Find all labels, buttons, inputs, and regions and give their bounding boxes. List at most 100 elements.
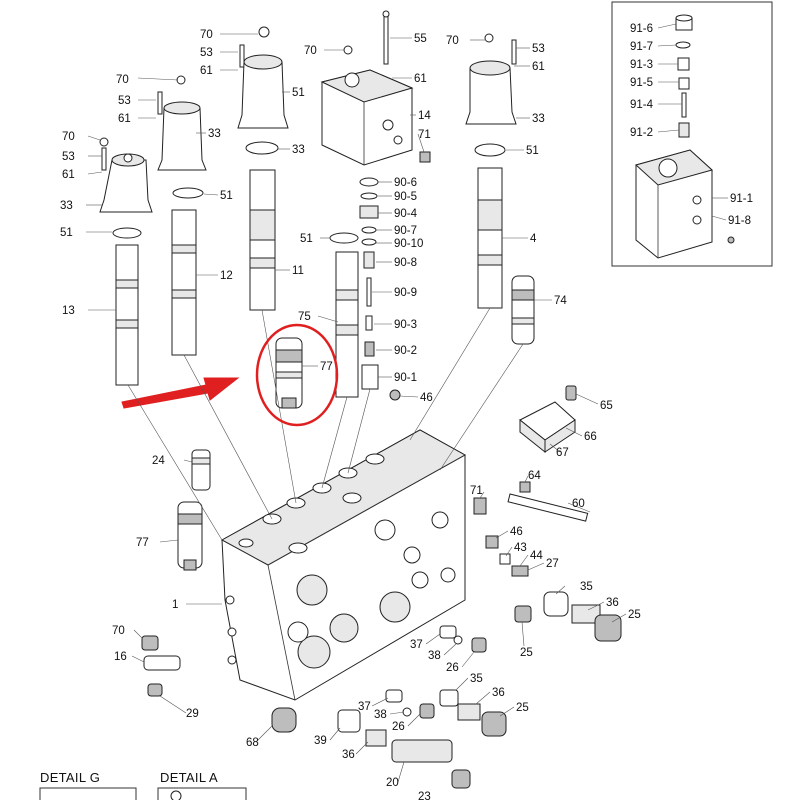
part-label: 91-3 [630,59,653,71]
part-label: 33 [292,144,305,156]
part-label: 53 [200,47,213,59]
detail-a-frame [157,787,247,800]
part-label: 61 [532,61,545,73]
detail-a-title: DETAIL A [160,770,218,785]
part-label: 33 [208,128,221,140]
part-label: 44 [530,550,543,562]
part-label: 53 [62,151,75,163]
part-label: 90-1 [394,372,417,384]
part-label: 51 [526,145,539,157]
part-label: 67 [556,447,569,459]
part-label: 11 [292,265,304,277]
loose-parts [141,385,622,789]
part-label: 70 [112,625,125,637]
part-label: 33 [532,113,545,125]
part-label: 23 [418,791,431,800]
part-label: 70 [304,45,317,57]
solenoid-column-right [465,33,535,345]
part-label: 25 [516,702,529,714]
part-label: 38 [428,650,441,662]
part-label: 77 [136,537,149,549]
part-label: 36 [606,597,619,609]
part-label: 46 [510,526,523,538]
part-label: 26 [392,721,405,733]
part-label: 53 [118,95,131,107]
leader-lines [86,23,728,783]
center-valve-block-14 [320,10,431,401]
part-label: 90-3 [394,319,417,331]
solenoid-column-left [99,137,153,386]
part-label: 60 [572,498,585,510]
part-label: 61 [62,169,75,181]
part-label: 90-7 [394,225,417,237]
part-number-labels: 70 53 61 70 53 61 33 70 53 61 33 51 13 5… [60,23,753,800]
part-label: 55 [414,33,427,45]
part-label: 61 [414,73,427,85]
highlight-arrow [121,377,240,409]
part-label: 90-9 [394,287,417,299]
part-label: 75 [298,311,311,323]
part-label: 90-8 [394,257,417,269]
solenoid-column-3 [237,26,289,311]
solenoid-column-2 [157,75,207,356]
part-label: 70 [446,35,459,47]
part-label: 70 [116,74,129,86]
part-label: 74 [554,295,567,307]
part-label: 90-5 [394,191,417,203]
part-label: 90-4 [394,208,418,220]
part-label: 51 [292,87,305,99]
part-label: 24 [152,455,165,467]
part-label: 91-8 [728,215,751,227]
part-label: 36 [492,687,505,699]
part-label: 46 [420,392,433,404]
part-label: 33 [60,200,73,212]
part-label: 90-6 [394,177,417,189]
highlight-circle [255,323,339,427]
part-label: 25 [520,647,533,659]
part-label: 14 [418,110,431,122]
part-label: 91-7 [630,41,653,53]
part-label: 53 [532,43,545,55]
part-label: 71 [418,129,431,141]
part-label: 36 [342,749,355,761]
detail-g-inset [611,1,773,267]
main-valve-body-1 [220,429,467,701]
part-label: 91-5 [630,77,653,89]
part-label: 38 [374,709,387,721]
part-label: 77 [320,361,333,373]
part-label: 51 [60,227,73,239]
part-label: 61 [200,65,213,77]
part-label: 35 [580,581,593,593]
part-label: 16 [114,651,127,663]
part-label: 1 [172,599,178,611]
bottom-detail-panels: DETAIL G DETAIL A [39,770,247,800]
part-label: 51 [220,190,233,202]
part-label: 90-2 [394,345,417,357]
part-label: 12 [220,270,233,282]
part-label: 29 [186,708,199,720]
part-label: 64 [528,470,541,482]
part-label: 68 [246,737,259,749]
detail-g-frame [39,787,137,800]
part-label: 25 [628,609,641,621]
part-label: 70 [200,29,213,41]
part-label: 91-6 [630,23,653,35]
part-label: 27 [546,558,559,570]
part-label: 91-4 [630,99,654,111]
part-label: 37 [410,639,423,651]
highlighted-relief-valve-77 [255,323,339,427]
part-label: 37 [358,701,371,713]
part-label: 51 [300,233,313,245]
part-label: 70 [62,131,75,143]
part-label: 35 [470,673,483,685]
part-label: 90-10 [394,238,423,250]
part-label: 66 [584,431,597,443]
part-label: 39 [314,735,327,747]
part-label: 91-1 [730,193,753,205]
part-label: 43 [514,542,527,554]
part-label: 61 [118,113,131,125]
part-label: 71 [470,485,483,497]
part-label: 91-2 [630,127,653,139]
part-label: 4 [530,233,537,245]
